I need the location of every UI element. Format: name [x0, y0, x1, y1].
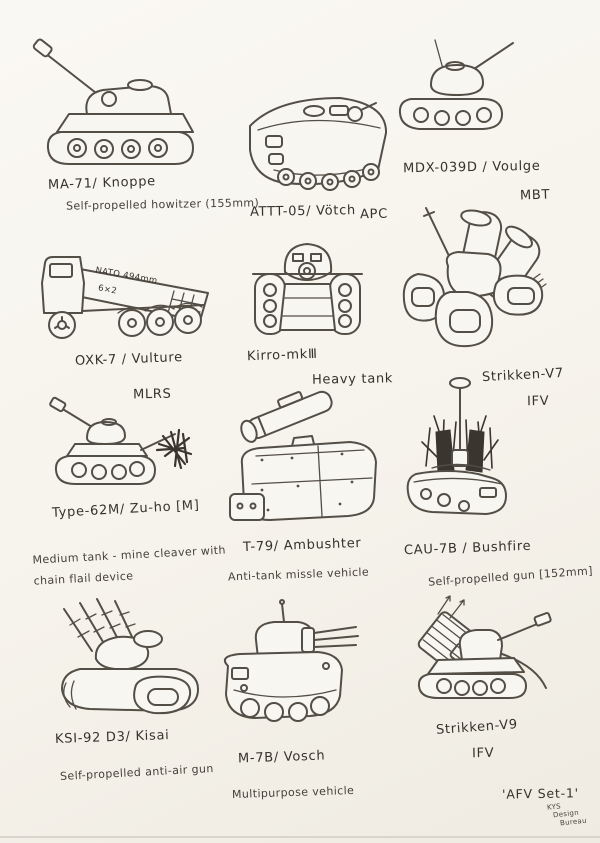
credit-line-3: Bureau — [559, 816, 588, 828]
sketch-ma-71-howitzer — [32, 38, 194, 165]
vehicle-name: OXK-7 / Vulture — [74, 350, 184, 369]
vehicle-name: Kirro-mkⅢ — [246, 346, 318, 365]
vehicle-type: Self-propelled anti-air gun — [59, 761, 214, 784]
vehicle-type: IFV — [526, 393, 550, 410]
vehicle-name: Type-62M/ Zu-ho [M] — [51, 498, 200, 521]
sketch-kirro-heavy-tank — [252, 243, 363, 335]
sketch-ksi92-aa-gun — [61, 598, 199, 715]
vehicle-type: Anti-tank missle vehicle — [227, 565, 370, 584]
sketch-strikken-v7-ifv — [402, 207, 547, 348]
vehicle-name: CAU-7B / Bushfire — [403, 538, 532, 559]
sketch-cau7b-spg — [406, 377, 507, 515]
vehicle-name: M-7B/ Vosch — [237, 748, 326, 767]
vehicle-type: Multipurpose vehicle — [231, 783, 355, 802]
vehicle-name: ATTT-05/ Vötch — [249, 203, 357, 220]
vehicle-name: KSI-92 D3/ Kisai — [54, 728, 170, 747]
scan-edge-line — [0, 836, 600, 838]
vehicle-type: APC — [359, 206, 389, 223]
sketch-type62m-flail-tank — [49, 396, 193, 485]
vehicle-type: Self-propelled gun [152mm] — [427, 564, 594, 589]
vehicle-name: MA-71/ Knoppe — [47, 174, 157, 193]
vehicle-type: IFV — [471, 745, 495, 762]
vehicle-name: Strikken-V9 — [435, 717, 519, 738]
vehicle-name: MDX-039D / Voulge — [402, 158, 541, 177]
set-title: 'AFV Set-1' — [501, 785, 580, 802]
sketch-oxk-mlrs-truck — [41, 256, 209, 339]
sketch-t79-missile-vehicle — [229, 390, 377, 521]
vehicle-name: T-79/ Ambushter — [242, 535, 362, 556]
sketch-strikken-v9-ifv — [417, 595, 552, 699]
sketch-attt-apc — [249, 97, 388, 191]
sketch-mdx-mbt — [398, 39, 514, 130]
sketch-m7b-gatling-vehicle — [224, 599, 359, 722]
